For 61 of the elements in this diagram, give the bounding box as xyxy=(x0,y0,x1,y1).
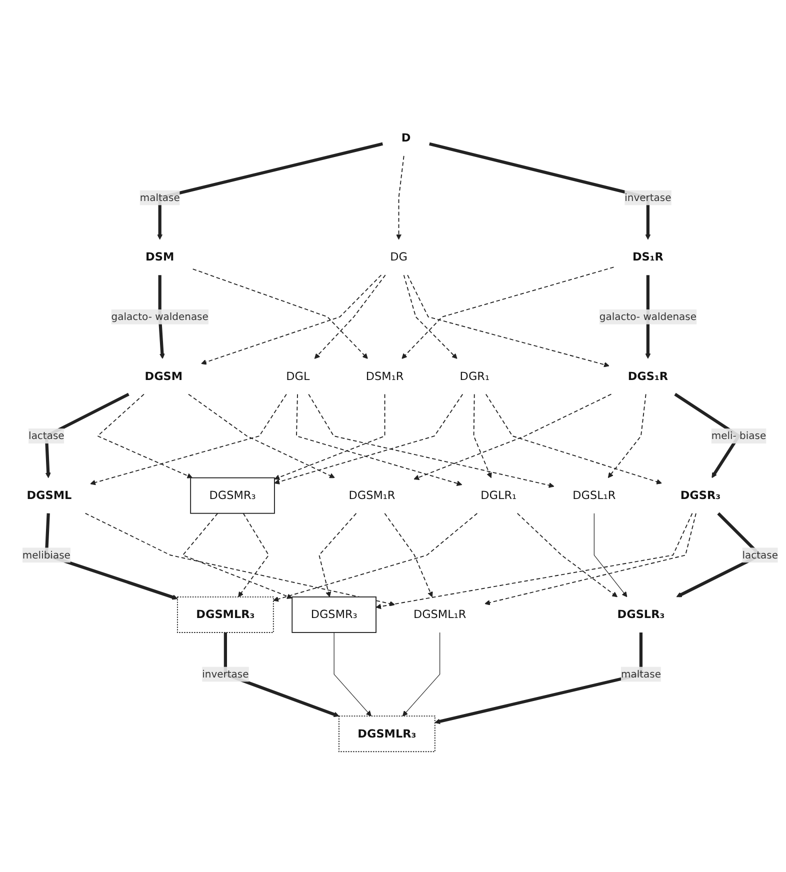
arrow xyxy=(434,632,643,724)
arrow xyxy=(473,394,492,478)
edge-label: galacto- waldenase xyxy=(111,310,208,322)
arrow xyxy=(403,274,458,359)
node-text: DGSML xyxy=(26,489,72,502)
arrow xyxy=(414,394,612,480)
node-text: DGSL₁R xyxy=(572,489,616,502)
edge-label: lactase xyxy=(28,430,64,442)
node-text: DGSR₃ xyxy=(680,489,721,502)
arrow xyxy=(192,268,368,359)
arrow xyxy=(90,394,287,486)
edge-label: invertase xyxy=(202,668,249,680)
arrow xyxy=(182,512,292,599)
node-text: DGSM xyxy=(144,370,183,383)
arrow xyxy=(484,512,696,606)
arrow xyxy=(485,394,662,484)
node-text: DGSM₁R xyxy=(348,489,396,502)
node-text: DSM₁R xyxy=(366,370,404,383)
arrow xyxy=(407,274,610,368)
node-text: DGLR₁ xyxy=(480,489,517,502)
arrow xyxy=(402,632,440,716)
node-text: DSM xyxy=(146,250,174,264)
arrow xyxy=(594,513,628,598)
node-text: DS₁R xyxy=(632,250,664,264)
arrow xyxy=(157,142,383,240)
node-box: DGSMLR₃ xyxy=(338,716,436,752)
node-box: DGSMR₃ xyxy=(190,477,275,514)
arrow xyxy=(516,512,618,598)
arrow xyxy=(96,394,193,478)
node-text: DG xyxy=(390,250,408,264)
node-box: DGSMLR₃ xyxy=(177,596,274,633)
edge-label: maltase xyxy=(620,668,661,680)
node-text: DGSLR₃ xyxy=(617,608,665,622)
node-text: D xyxy=(401,132,411,145)
arrow xyxy=(84,512,395,606)
arrow xyxy=(308,394,554,488)
node-text: DGR₁ xyxy=(460,370,490,383)
arrow xyxy=(608,394,646,478)
edge-label: invertase xyxy=(624,191,672,204)
edge-label: maltase xyxy=(140,191,180,204)
edge-label: galacto- waldenase xyxy=(599,310,696,322)
arrow xyxy=(334,632,372,716)
node-text: DGSML₁R xyxy=(413,608,466,622)
node-text: DGS₁R xyxy=(628,370,668,383)
edge-label: melibiase xyxy=(22,548,70,561)
node-text: DGL xyxy=(286,370,310,383)
arrow xyxy=(396,155,404,240)
arrow xyxy=(188,394,335,478)
arrow xyxy=(201,274,382,365)
arrow xyxy=(273,512,478,602)
edge-label: meli- biase xyxy=(711,430,766,442)
arrow xyxy=(402,266,614,359)
arrow xyxy=(384,512,433,598)
edge-label: lactase xyxy=(742,548,778,561)
arrow xyxy=(429,142,651,240)
arrow xyxy=(238,512,270,598)
arrow xyxy=(314,274,386,359)
arrow xyxy=(318,512,357,598)
arrow xyxy=(376,512,693,610)
node-box: DGSMR₃ xyxy=(292,596,376,633)
arrow xyxy=(274,394,386,480)
